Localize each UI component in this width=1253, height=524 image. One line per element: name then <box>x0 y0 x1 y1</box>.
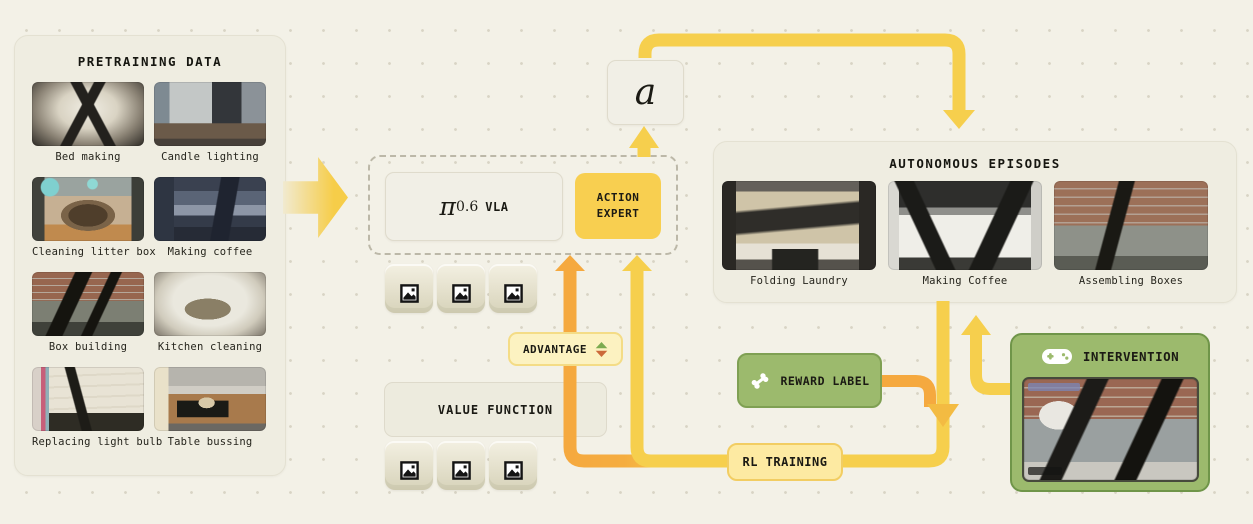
pretraining-feed-arrow <box>283 157 348 238</box>
photo-assembling-boxes <box>1054 181 1208 270</box>
advantage-label: ADVANTAGE <box>522 342 588 356</box>
pretraining-item: Making coffee <box>154 177 266 258</box>
pretraining-item: Box building <box>32 272 144 353</box>
wire-action-to-episodes <box>638 33 966 112</box>
observation-key <box>385 441 433 490</box>
photo-caption: Folding Laundry <box>750 275 848 287</box>
image-icon <box>503 283 523 303</box>
photo-making-coffee-episode <box>888 181 1042 270</box>
pretraining-panel: PRETRAINING DATA Bed making Candle light… <box>14 35 286 476</box>
pretraining-item: Bed making <box>32 82 144 163</box>
intervention-box: INTERVENTION <box>1010 333 1210 492</box>
camera-overlay-chip <box>1027 383 1080 391</box>
photo-candle-lighting <box>154 82 266 146</box>
value-function-box: VALUE FUNCTION <box>384 382 607 437</box>
image-icon <box>399 460 419 480</box>
pretraining-item: Replacing light bulb <box>32 367 163 448</box>
photo-making-coffee <box>154 177 266 241</box>
photo-caption: Replacing light bulb <box>32 436 163 448</box>
image-icon <box>451 460 471 480</box>
reward-label-text: REWARD LABEL <box>780 373 870 388</box>
photo-cleaning-litter-box <box>32 177 144 241</box>
photo-caption: Box building <box>48 341 128 353</box>
photo-caption: Bed making <box>55 151 121 163</box>
pretraining-item: Cleaning litter box <box>32 177 156 258</box>
observation-key <box>437 264 485 313</box>
pretraining-item: Candle lighting <box>154 82 266 163</box>
advantage-chip: ADVANTAGE <box>508 332 623 366</box>
photo-caption: Making coffee <box>167 246 253 258</box>
bone-icon <box>752 372 769 389</box>
policy-dashed-box <box>368 155 678 255</box>
photo-caption: Assembling Boxes <box>1078 275 1184 287</box>
autonomous-episodes-panel: AUTONOMOUS EPISODES Folding Laundry Maki… <box>713 141 1237 303</box>
episode-item: Assembling Boxes <box>1054 181 1208 287</box>
action-symbol: a <box>634 71 657 113</box>
photo-caption: Table bussing <box>167 436 253 448</box>
vla-label: VLA <box>485 199 509 214</box>
wire-reward-merge <box>881 375 936 407</box>
photo-kitchen-cleaning <box>154 272 266 336</box>
pi-symbol: π <box>439 192 456 221</box>
photo-caption: Candle lighting <box>161 151 259 163</box>
photo-bed-making <box>32 82 144 146</box>
arrowhead-up-to-episodes <box>961 315 991 335</box>
advantage-updown-icon <box>595 341 608 357</box>
photo-replacing-light-bulb <box>32 367 144 431</box>
episodes-row: Folding Laundry Making Coffee Assembling… <box>714 171 1236 287</box>
intervention-header: INTERVENTION <box>1012 335 1208 377</box>
image-icon <box>503 460 523 480</box>
photo-box-building <box>32 272 144 336</box>
pretraining-item: Kitchen cleaning <box>154 272 266 353</box>
episodes-title: AUTONOMOUS EPISODES <box>889 156 1061 171</box>
photo-intervention <box>1021 377 1199 482</box>
pretraining-item: Table bussing <box>154 367 266 448</box>
arrowhead-into-episodes <box>943 110 975 129</box>
arrowhead-into-vla <box>555 255 585 271</box>
episode-item: Making Coffee <box>888 181 1042 287</box>
image-icon <box>399 283 419 303</box>
gamepad-icon <box>1041 348 1072 364</box>
observation-key <box>437 441 485 490</box>
photo-caption: Cleaning litter box <box>32 246 156 258</box>
intervention-label: INTERVENTION <box>1082 348 1180 364</box>
pi-subscript: 0.6 <box>455 198 479 215</box>
episode-item: Folding Laundry <box>722 181 876 287</box>
observation-key <box>489 264 537 313</box>
pretraining-grid: Bed making Candle lighting Cleaning litt… <box>15 69 285 448</box>
arrowhead-into-action <box>629 126 659 148</box>
observation-key <box>489 441 537 490</box>
action-output-box: a <box>607 60 684 125</box>
action-expert-box: ACTION EXPERT <box>575 173 661 239</box>
photo-folding-laundry <box>722 181 876 270</box>
reward-label-box: REWARD LABEL <box>737 353 882 408</box>
arrowhead-into-action-expert <box>622 255 652 271</box>
photo-caption: Kitchen cleaning <box>157 341 263 353</box>
rl-training-chip: RL TRAINING <box>727 443 843 481</box>
image-icon <box>451 283 471 303</box>
camera-overlay-chip <box>1027 467 1062 475</box>
wire-intervention-to-episodes <box>970 333 1010 395</box>
pretraining-title: PRETRAINING DATA <box>77 54 223 69</box>
arrowhead-down-to-rl <box>927 404 959 427</box>
photo-caption: Making Coffee <box>922 275 1008 287</box>
photo-table-bussing <box>154 367 266 431</box>
observation-key <box>385 264 433 313</box>
